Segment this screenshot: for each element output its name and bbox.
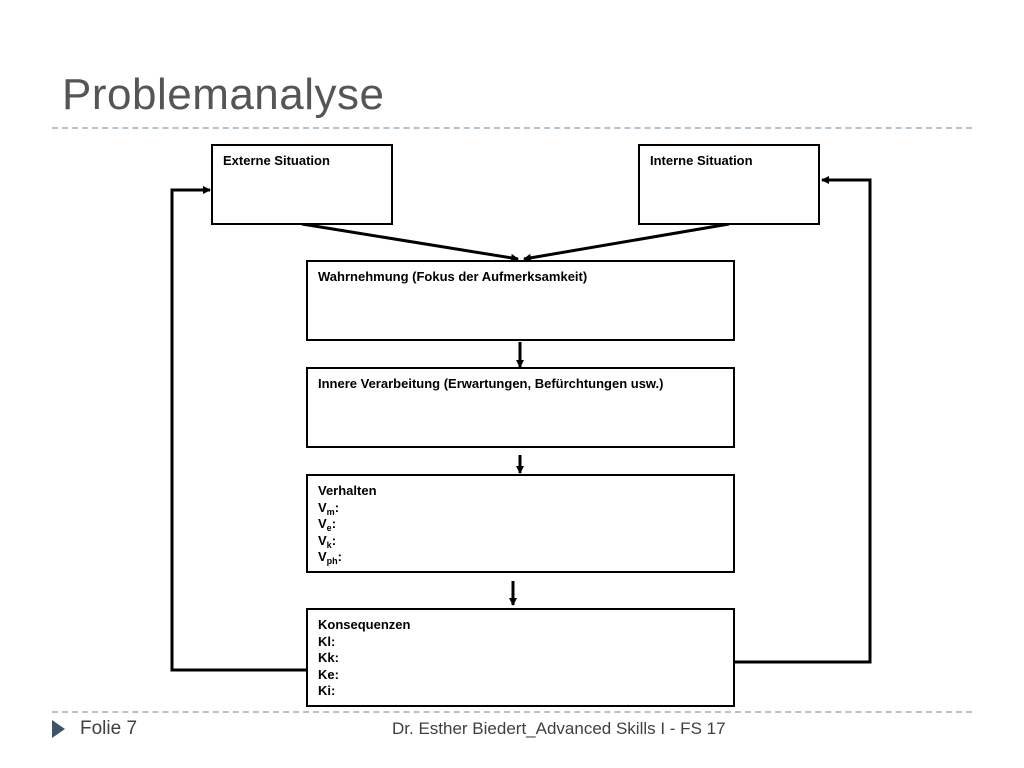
processing-box: Innere Verarbeitung (Erwartungen, Befürc… <box>306 367 735 448</box>
external-situation-box: Externe Situation <box>211 144 393 225</box>
behavior-line-vm: Vm: <box>318 499 340 517</box>
processing-label: Innere Verarbeitung (Erwartungen, Befürc… <box>318 376 664 391</box>
behavior-label: Verhalten <box>318 483 377 498</box>
slide-title: Problemanalyse <box>62 70 385 119</box>
behavior-line-vph: Vph: <box>318 549 343 566</box>
behavior-box: Verhalten Vm: Ve: Vk: Vph: <box>306 474 735 573</box>
arrow-internal-to-perception <box>523 222 730 262</box>
footer-author: Dr. Esther Biedert_Advanced Skills I - F… <box>392 719 726 738</box>
consequence-line-kl: Kl: <box>318 633 336 649</box>
slide-number-label: Folie 7 <box>80 718 138 739</box>
internal-situation-box: Interne Situation <box>638 144 820 225</box>
footer-divider <box>52 711 972 713</box>
consequence-line-kk: Kk: <box>318 650 339 665</box>
consequences-label: Konsequenzen <box>318 617 411 632</box>
consequence-line-ki: Ki: <box>318 683 336 698</box>
perception-box: Wahrnehmung (Fokus der Aufmerksamkeit) <box>306 260 735 341</box>
consequences-box: Konsequenzen Kl: Kk: Ke: Ki: <box>306 608 735 707</box>
external-situation-label: Externe Situation <box>223 153 330 168</box>
feedback-loop-left <box>170 186 307 672</box>
footer-slide-number: Folie 7 <box>52 718 137 740</box>
title-divider <box>52 127 972 129</box>
arrow-external-to-perception <box>301 222 519 262</box>
internal-situation-label: Interne Situation <box>650 153 753 168</box>
perception-label: Wahrnehmung (Fokus der Aufmerksamkeit) <box>318 269 588 284</box>
triangle-bullet-icon <box>52 720 65 738</box>
consequence-line-ke: Ke: <box>318 666 339 682</box>
behavior-line-ve: Ve: <box>318 516 337 533</box>
feedback-loop-right <box>734 176 872 664</box>
behavior-line-vk: Vk: <box>318 532 337 550</box>
